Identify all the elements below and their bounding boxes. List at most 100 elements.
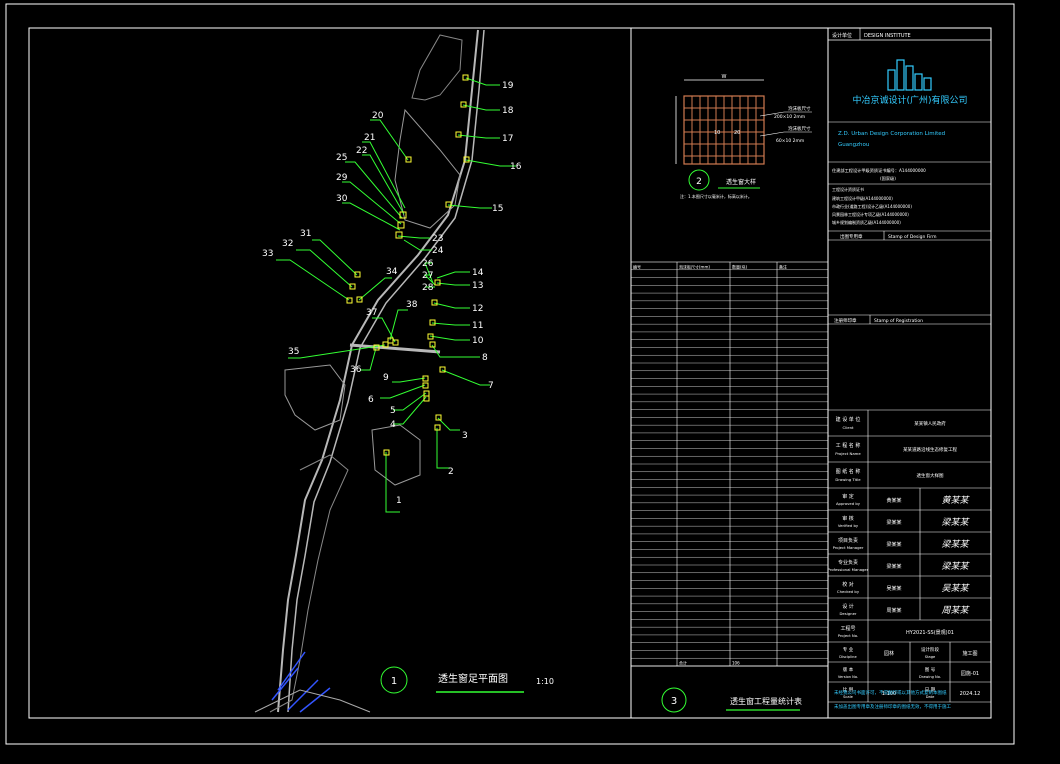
- tb-signature-0: 黄某某: [941, 495, 970, 506]
- tb-stage-value: 施工图: [962, 650, 977, 657]
- water-lines: [271, 651, 331, 713]
- tb-sign-name-4: 吴某某: [886, 586, 901, 592]
- tb-sign-cn-2: 项目负责: [838, 537, 858, 544]
- label-24: 24: [432, 246, 444, 256]
- title-block: 设计单位 DESIGN INSTITUTE 中冶京诚设计(广州)有限公司 Z.D…: [828, 28, 991, 710]
- tb-cert-list-2: 市政行业(道路工程)设计乙级(A144000000): [832, 203, 912, 209]
- road-edge: [287, 29, 485, 713]
- label-25: 25: [336, 153, 347, 163]
- tb-scale-cn: 比 例: [843, 686, 854, 693]
- tb-cert-2: (国家级): [880, 175, 896, 182]
- tb-stamp-design-label: 出图专用章: [840, 233, 863, 240]
- table-header-1: 泡沫板尺寸(mm): [679, 263, 710, 269]
- detail-callout-1-l2: 200×10 2mm: [774, 114, 805, 120]
- detail-dim-top: W: [722, 74, 727, 80]
- village-mid: [394, 108, 461, 229]
- label-13: 13: [472, 281, 483, 291]
- tb-row-en-0: Client: [843, 425, 855, 430]
- label-22: 22: [356, 146, 367, 156]
- label-5: 5: [390, 406, 396, 416]
- tb-date-value: 2024.12: [960, 691, 981, 697]
- inner-frame: [28, 27, 992, 719]
- tb-sign-name-5: 周某某: [886, 608, 901, 614]
- tb-header-value: DESIGN INSTITUTE: [864, 33, 911, 39]
- marker-squares: [346, 74, 470, 456]
- tb-sign-cn-0: 审 定: [842, 493, 854, 500]
- table-title: 透生窗工程量统计表: [730, 696, 802, 706]
- label-19: 19: [502, 81, 514, 91]
- tb-sign-cn-3: 专业负责: [838, 559, 858, 566]
- tb-sign-en-1: Verified by: [838, 523, 859, 528]
- label-16: 16: [510, 162, 522, 172]
- label-1: 1: [396, 496, 402, 506]
- detail-number-circle: [688, 169, 710, 191]
- label-12: 12: [472, 304, 483, 314]
- label-10: 10: [472, 336, 484, 346]
- tb-project-no-en: Project No.: [838, 633, 859, 638]
- company-logo-icon: [887, 59, 932, 91]
- village-south: [371, 424, 421, 486]
- label-29: 29: [336, 173, 348, 183]
- label-7: 7: [488, 381, 494, 391]
- tb-date-en: Date: [926, 695, 935, 699]
- label-14: 14: [472, 268, 484, 278]
- tb-row-value-0: 某某镇人民政府: [914, 420, 946, 427]
- branch-road: [349, 343, 441, 354]
- plan-markers: [276, 77, 516, 513]
- table-header-2: 数量(块): [732, 263, 748, 269]
- detail-callout-1-l1: 泡沫板尺寸: [788, 105, 811, 112]
- tb-sign-en-2: Project Manager: [833, 545, 864, 550]
- tb-row-cn-2: 图 纸 名 称: [836, 468, 861, 475]
- tb-signature-3: 梁某某: [941, 561, 970, 572]
- plan-labels: 19 18 17 16 15 14 13 12 11 10 8 7 3 2 1 …: [262, 81, 522, 506]
- tb-signature-5: 周某某: [941, 605, 970, 616]
- village-west: [284, 364, 346, 431]
- site-plan: 19 18 17 16 15 14 13 12 11 10 8 7 3 2 1 …: [254, 29, 554, 713]
- label-3: 3: [462, 431, 468, 441]
- tb-cert-list-0: 工程设计资质证书: [832, 186, 864, 192]
- tb-dwg-value: 园施-01: [961, 670, 979, 677]
- label-21: 21: [364, 133, 375, 143]
- tb-sign-name-3: 梁某某: [886, 563, 901, 570]
- label-35: 35: [288, 347, 299, 357]
- detail-title: 透生窗大样: [726, 178, 756, 186]
- tb-project-no-cn: 工程号: [840, 625, 855, 632]
- label-37: 37: [366, 308, 377, 318]
- label-28: 28: [422, 283, 434, 293]
- label-9: 9: [383, 373, 389, 383]
- tb-disc-cn: 专 业: [843, 646, 854, 653]
- label-27: 27: [422, 271, 433, 281]
- plan-scale: 1:10: [536, 677, 554, 686]
- label-6: 6: [368, 395, 374, 405]
- table-header-3: 备注: [779, 263, 787, 269]
- label-26: 26: [422, 259, 434, 269]
- tb-row-en-2: Drawing Title: [835, 477, 861, 482]
- tb-note-1: 未经我公司书面许可，不得翻印或以其他方式复制本图纸: [834, 689, 947, 696]
- table-number: 3: [671, 696, 677, 707]
- detail-callout-2-l1: 泡沫板尺寸: [788, 125, 811, 132]
- tb-scale-value: 1:100: [882, 691, 896, 697]
- tb-sign-name-1: 梁某某: [886, 519, 901, 526]
- tb-company-en-1: Z.D. Urban Design Corporation Limited: [838, 131, 945, 137]
- label-32: 32: [282, 239, 293, 249]
- label-8: 8: [482, 353, 488, 363]
- plan-number-circle: [380, 666, 408, 694]
- tb-sign-name-2: 梁某某: [886, 541, 901, 548]
- coast-south: [269, 454, 349, 713]
- tb-stamp-reg-en: Stamp of Registration: [874, 318, 923, 324]
- label-20: 20: [372, 111, 384, 121]
- label-4: 4: [390, 420, 396, 430]
- tb-note-2: 未加盖出图专用章及注册师印章的图纸无效，不得用于施工: [834, 703, 951, 710]
- detail-inner-label-1: 10: [714, 130, 720, 136]
- tb-row-cn-1: 工 程 名 称: [836, 442, 861, 449]
- tb-stamp-reg-label: 注册师印章: [834, 317, 857, 324]
- tb-sign-cn-4: 校 对: [842, 581, 854, 588]
- shore: [254, 689, 371, 713]
- tb-row-value-2: 透生窗大样图: [917, 472, 944, 479]
- tb-date-cn: 日 期: [925, 687, 936, 693]
- detail-callout-2-l2: 60×10 2mm: [776, 138, 804, 144]
- tb-sign-en-0: Approved by: [836, 501, 861, 506]
- tb-dwg-cn: 图 号: [925, 667, 936, 673]
